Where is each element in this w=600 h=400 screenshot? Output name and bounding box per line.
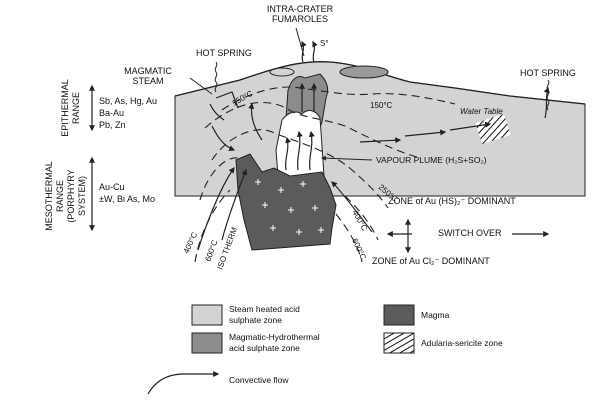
mesothermal-range: MESOTHERMAL RANGE (PORPHYRY SYSTEM) Au-C… bbox=[44, 156, 155, 232]
legend-magma: Magma bbox=[421, 310, 450, 320]
magmatic-steam-label-1: MAGMATIC bbox=[124, 66, 172, 76]
epithermal-element-2: Pb, Zn bbox=[99, 120, 126, 130]
mesothermal-element-0: Au-Cu bbox=[99, 182, 125, 192]
legend-magmatic-hydro-2: acid sulphate zone bbox=[229, 343, 300, 353]
vapour-plume-label: VAPOUR PLUME (H₂S+SO₂) bbox=[376, 155, 487, 165]
crater-lake-left bbox=[269, 67, 295, 77]
legend-convective-arrow bbox=[147, 371, 220, 395]
ground-surface-line bbox=[174, 61, 586, 105]
zone-cl-label: ZONE of Au Cl₂⁻ DOMINANT bbox=[372, 256, 490, 266]
epithermal-range: EPITHERMAL RANGE Sb, As, Hg, Au Ba-Au Pb… bbox=[60, 79, 157, 137]
epithermal-element-1: Ba-Au bbox=[99, 108, 124, 118]
fumaroles-label-1: INTRA-CRATER bbox=[267, 4, 334, 14]
legend-magmatic-hydro-1: Magmatic-Hydrothermal bbox=[229, 332, 320, 342]
epithermal-element-0: Sb, As, Hg, Au bbox=[99, 96, 157, 106]
legend-steam-heated-2: sulphate zone bbox=[229, 315, 282, 325]
temp-600-right: 600°C bbox=[350, 237, 368, 261]
so2-label: S° bbox=[320, 39, 329, 48]
adularia-sericite-zone bbox=[475, 113, 511, 145]
iso-therm-label-1: 600°C bbox=[203, 238, 219, 262]
isotherm-lines bbox=[194, 86, 456, 263]
plume-flow-arrows bbox=[284, 82, 317, 171]
iso-therm-label-2: ISO THERM bbox=[215, 226, 239, 271]
legend-steam-heated-1: Steam heated acid bbox=[229, 304, 300, 314]
magmatic-steam-label-2: STEAM bbox=[132, 76, 163, 86]
legend-adularia: Adularia-sericite zone bbox=[421, 338, 503, 348]
epithermal-title-1: EPITHERMAL bbox=[60, 79, 70, 137]
convective-flow-arrows bbox=[197, 86, 550, 251]
zone-hs-label: ZONE of Au (HS)₂⁻ DOMINANT bbox=[388, 196, 516, 206]
epithermal-title-2: RANGE bbox=[71, 92, 81, 124]
legend: Steam heated acid sulphate zone Magmatic… bbox=[147, 304, 503, 395]
fumarole-vents bbox=[301, 40, 318, 63]
mesothermal-title-1: MESOTHERMAL bbox=[44, 161, 54, 231]
temp-400-left: 400°C bbox=[182, 231, 200, 255]
hot-spring-right-label: HOT SPRING bbox=[520, 68, 576, 78]
steam-heated-zone bbox=[174, 61, 586, 197]
legend-swatch-steam-heated bbox=[191, 304, 223, 326]
switch-over-label: SWITCH OVER bbox=[438, 228, 502, 238]
legend-convective: Convective flow bbox=[229, 375, 289, 385]
temp-150-right: 150°C bbox=[370, 101, 393, 110]
leader-lines bbox=[189, 27, 373, 161]
fumaroles-label-2: FUMAROLES bbox=[272, 14, 328, 24]
legend-swatch-adularia bbox=[383, 332, 415, 354]
switch-over-arrows bbox=[386, 218, 550, 254]
water-table-label: Water Table bbox=[460, 107, 503, 116]
magma-body bbox=[235, 153, 337, 251]
magma-plus-marks bbox=[255, 179, 324, 235]
crater-lake-right bbox=[339, 65, 389, 79]
hot-spring-left-icon bbox=[214, 61, 218, 93]
hot-spring-right-icon bbox=[546, 79, 550, 111]
mesothermal-title-2: RANGE bbox=[55, 180, 65, 212]
hot-spring-left-label: HOT SPRING bbox=[196, 48, 252, 58]
mesothermal-title-3: (PORPHYRY bbox=[66, 169, 76, 222]
legend-swatch-magmatic-hydrothermal bbox=[191, 332, 223, 354]
mesothermal-title-4: SYSTEM) bbox=[77, 176, 87, 216]
legend-swatch-magma bbox=[383, 304, 415, 326]
mesothermal-element-1: ±W, Bi As, Mo bbox=[99, 194, 155, 204]
